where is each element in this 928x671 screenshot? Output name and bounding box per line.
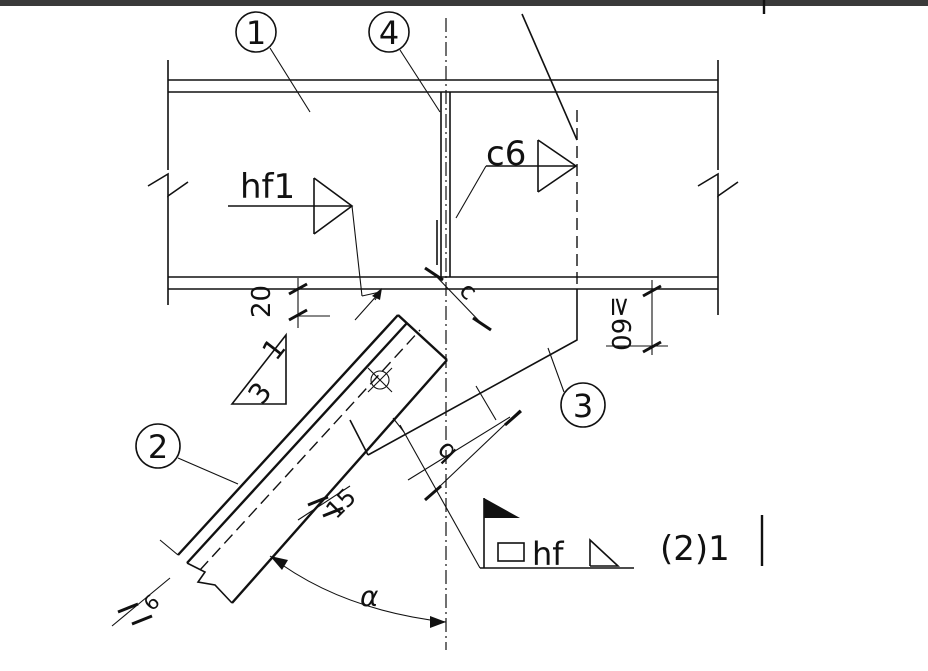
svg-text:(2)1: (2)1 (660, 529, 730, 569)
dimension-20: 20 (247, 278, 330, 328)
svg-text:20: 20 (247, 285, 277, 318)
callout-3: 3 (547, 347, 606, 428)
dimension-6: 6 (111, 577, 171, 627)
break-mark-left (147, 172, 189, 198)
angle-alpha: α (269, 555, 447, 628)
dimension-60: ≥60 (605, 280, 668, 355)
beam-1 (147, 60, 739, 315)
svg-text:α: α (360, 580, 379, 613)
callout-2: 2 (135, 423, 239, 485)
callout-4: 4 (368, 11, 441, 113)
svg-text:4: 4 (379, 14, 399, 52)
callout-1: 1 (235, 11, 311, 113)
svg-text:≥60: ≥60 (605, 296, 635, 351)
svg-text:hf1: hf1 (240, 167, 295, 207)
svg-text:1: 1 (256, 332, 293, 366)
dimension-b: b (407, 385, 522, 502)
brace-2 (159, 314, 448, 604)
svg-text:hf: hf (532, 535, 564, 573)
slope-indicator: 3 1 (230, 332, 293, 410)
break-mark-right (697, 172, 739, 198)
svg-text:c: c (454, 276, 483, 305)
stiffener-4 (436, 92, 451, 277)
svg-text:1: 1 (246, 14, 266, 52)
flag-icon (484, 498, 520, 518)
svg-text:3: 3 (573, 387, 593, 425)
svg-text:15: 15 (320, 483, 361, 524)
svg-text:3: 3 (242, 376, 279, 410)
weld-arrow (372, 288, 382, 301)
top-bar (0, 0, 928, 6)
gusset-plate-3 (349, 13, 578, 456)
reference-text: (2)1 (660, 0, 766, 569)
weld-symbol-hf: hf (392, 417, 634, 573)
weld-symbol-hf1: hf1 (228, 167, 381, 321)
svg-text:c6: c6 (486, 134, 526, 174)
weld-symbol-c6: c6 (455, 134, 578, 219)
svg-text:2: 2 (148, 428, 168, 466)
